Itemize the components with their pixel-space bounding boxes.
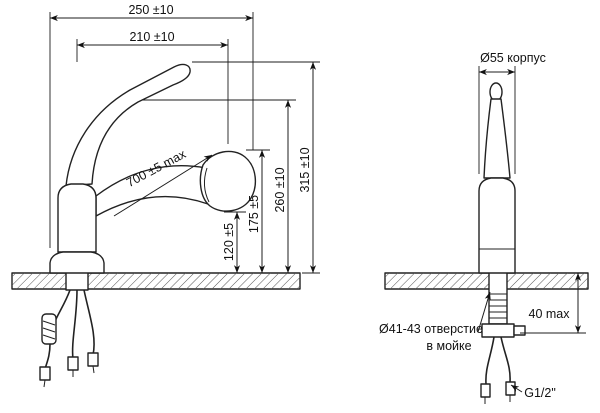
supply-hoses [39, 289, 99, 388]
dim-sink-hole-line2: в мойке [426, 339, 471, 353]
coil-lines [42, 320, 56, 340]
faucet-shank-through-deck [65, 271, 89, 291]
dim-head-height: 175 ±5 [247, 195, 261, 233]
connector-tips [484, 395, 511, 404]
clamp-screw [513, 325, 526, 336]
countertop-right [384, 272, 589, 290]
front-view [384, 82, 589, 404]
dim-upper-height: 260 ±10 [273, 167, 287, 212]
faucet-lever [65, 63, 191, 187]
dim-total-length: 250 ±10 [128, 3, 173, 17]
spray-head-grip-line [203, 167, 210, 203]
leader-line [477, 291, 491, 333]
lever-front [483, 98, 511, 179]
mounting-shank [488, 271, 508, 325]
hose-connector [67, 356, 79, 371]
hose-connector [505, 381, 516, 396]
dim-spout-height: 120 ±5 [222, 223, 236, 261]
faucet-flange [49, 251, 105, 274]
clamp-bracket [481, 323, 515, 338]
leader-line [510, 384, 523, 393]
spray-head [199, 150, 257, 212]
dim-sink-hole-line1: Ø41-43 отверстие [379, 322, 483, 336]
dimensions-front-view: Ø55 корпус Ø41-43 отверстие в мойке 40 m… [379, 51, 586, 400]
dim-deck-thickness: 40 max [529, 307, 571, 321]
hose-line [500, 336, 511, 383]
body-front [478, 177, 516, 274]
dim-spout-length: 210 ±10 [129, 30, 174, 44]
dim-total-height: 315 ±10 [298, 147, 312, 192]
supply-hoses-front [480, 336, 516, 404]
hose-connector [39, 366, 51, 381]
leader-line [113, 154, 213, 217]
countertop-left [11, 272, 301, 290]
hose-line [485, 336, 495, 385]
hose-connector [480, 383, 491, 398]
dim-body-diameter: Ø55 корпус [480, 51, 546, 65]
hose-connector [87, 352, 99, 367]
thread-lines [489, 293, 507, 319]
hatch-fill [12, 273, 300, 289]
side-view [11, 63, 301, 388]
hose-weight [41, 313, 57, 345]
hose-line [83, 289, 95, 356]
hose-line [71, 289, 78, 360]
faucet-body [57, 183, 97, 253]
hatch-fill [385, 273, 588, 289]
dim-thread: G1/2" [524, 386, 556, 400]
connector-tips [43, 365, 95, 388]
